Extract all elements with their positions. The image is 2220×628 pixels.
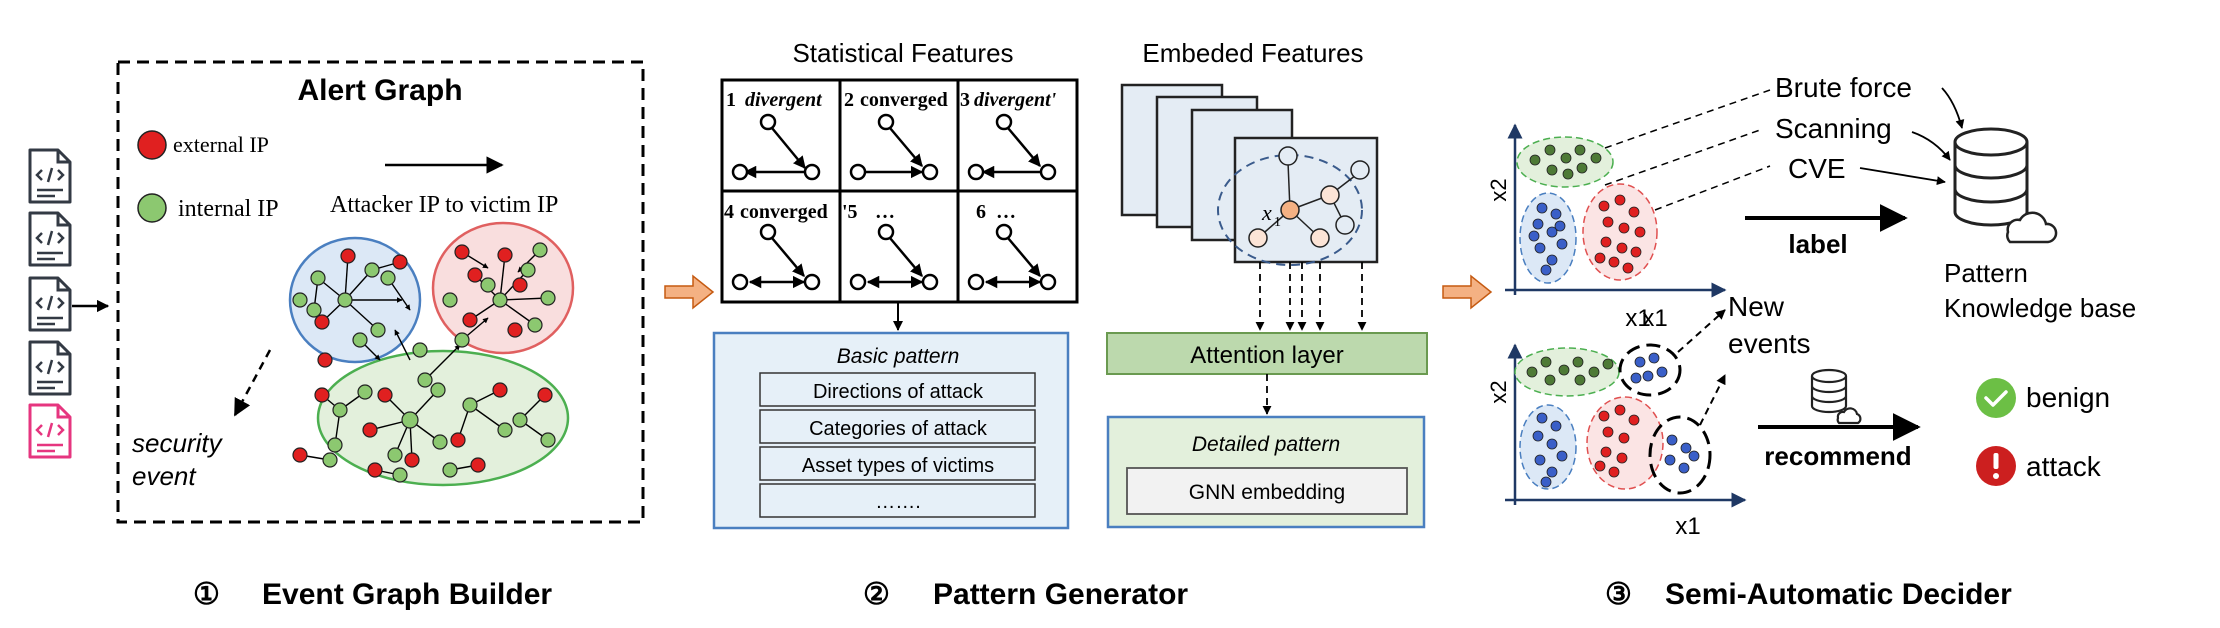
security-event-arrow	[233, 349, 272, 417]
stage-1-number: ①	[193, 578, 220, 611]
small-database-icon	[1810, 368, 1862, 425]
statistical-feature-grid: 1 divergent 2 converged 3 divergent'	[720, 78, 1079, 304]
internal-ip-legend-dot	[137, 193, 167, 223]
scanning-label: Scanning	[1775, 113, 1892, 144]
cluster-red	[431, 221, 575, 355]
feature-cell-5: '5 …	[842, 201, 939, 291]
basic-pattern-title: Basic pattern	[837, 345, 960, 368]
embedding-node-label: x	[1261, 200, 1272, 225]
new-events-label-line1: New	[1728, 291, 1785, 322]
brute-force-label: Brute force	[1775, 72, 1912, 103]
security-event-label-line2: event	[132, 461, 197, 491]
top-x-axis-label: x1	[1625, 305, 1650, 332]
svg-text:…: …	[996, 201, 1016, 223]
external-ip-legend-dot	[137, 130, 167, 160]
feature-cell-1: 1 divergent	[726, 89, 823, 181]
detailed-pattern-box: Detailed pattern GNN embedding	[1106, 415, 1426, 529]
feature-cell-4: 4 converged	[724, 201, 828, 291]
stage-2-number: ②	[863, 578, 890, 611]
svg-text:divergent': divergent'	[974, 89, 1057, 111]
new-events-label-line2: events	[1728, 328, 1811, 359]
graph-nodes	[292, 242, 556, 483]
recommend-text: recommend	[1764, 441, 1911, 471]
security-event-label-line1: security	[132, 428, 224, 458]
bottom-x1-top-label: x1	[1642, 305, 1667, 332]
bottom-scatter-plot: x2 x1 x1	[1486, 305, 1747, 540]
top-y-axis-label: x2	[1486, 178, 1511, 201]
database-icon	[1953, 127, 2029, 227]
stage-1-event-graph-builder: Alert Graph external IP internal IP Atta…	[28, 60, 645, 611]
svg-text:'5: '5	[842, 201, 858, 223]
label-text: label	[1788, 229, 1847, 259]
alert-graph-title: Alert Graph	[297, 74, 462, 107]
top-scatter-plot: x2 x1	[1486, 123, 1727, 332]
svg-text:converged: converged	[740, 201, 828, 223]
basic-item-asset-types: Asset types of victims	[802, 455, 994, 477]
alert-graph-frame	[116, 60, 645, 524]
basic-item-more: …….	[875, 491, 921, 513]
bottom-x-axis-label: x1	[1675, 513, 1700, 540]
bottom-y-axis-label: x2	[1486, 380, 1511, 403]
legend-attacker-to-victim: Attacker IP to victim IP	[330, 192, 558, 218]
svg-text:divergent: divergent	[745, 89, 823, 111]
stage-3-number: ③	[1605, 578, 1632, 611]
basic-pattern-box: Basic pattern Directions of attack Categ…	[712, 331, 1070, 530]
cve-label: CVE	[1788, 153, 1846, 184]
svg-text:6: 6	[976, 201, 986, 223]
svg-text:2: 2	[844, 89, 854, 111]
feature-cell-3: 3 divergent'	[960, 89, 1057, 181]
knowledge-base-label-line1: Pattern	[1944, 258, 2028, 288]
embeded-features-title: Embeded Features	[1142, 38, 1363, 68]
basic-item-directions: Directions of attack	[813, 381, 984, 403]
attention-layer-label: Attention layer	[1190, 342, 1343, 369]
svg-text:3: 3	[960, 89, 970, 111]
embedding-to-attention-lines	[1255, 262, 1367, 331]
stage-arrow-2	[1442, 274, 1493, 310]
cluster-label-leaders	[1604, 89, 1771, 211]
gnn-embedding-label: GNN embedding	[1189, 481, 1345, 504]
code-file-icon	[28, 211, 72, 267]
legend-external-ip: external IP	[173, 132, 269, 157]
attack-label: attack	[2026, 451, 2102, 482]
stage-3-semi-automatic-decider: x2 x1	[1486, 72, 2136, 611]
cloud-icon	[2006, 211, 2058, 244]
benign-label: benign	[2026, 382, 2110, 413]
embedding-stack: x 1	[1120, 83, 1379, 266]
input-log-files	[28, 148, 110, 459]
basic-item-categories: Categories of attack	[809, 418, 988, 440]
stage-2-caption: Pattern Generator	[933, 578, 1188, 611]
check-icon	[1976, 378, 2016, 418]
code-file-icon	[28, 276, 72, 332]
stage-arrow-1	[664, 274, 715, 310]
statistical-features-title: Statistical Features	[792, 38, 1013, 68]
stage-3-caption: Semi-Automatic Decider	[1665, 578, 2012, 611]
stage-1-caption: Event Graph Builder	[262, 578, 552, 611]
cluster-green	[316, 349, 570, 487]
code-file-icon	[28, 403, 72, 459]
stage-2-pattern-generator: Statistical Features Embeded Features 1 …	[712, 38, 1428, 611]
code-file-icon	[28, 340, 72, 396]
knowledge-base-label-line2: Knowledge base	[1944, 293, 2136, 323]
svg-text:1: 1	[726, 89, 736, 111]
code-file-icon	[28, 148, 72, 204]
feature-cell-6: 6 …	[967, 201, 1057, 291]
detailed-pattern-title: Detailed pattern	[1192, 433, 1340, 456]
legend-internal-ip: internal IP	[178, 196, 279, 222]
embedding-node-subscript: 1	[1274, 215, 1281, 230]
svg-text:…: …	[875, 201, 895, 223]
svg-text:4: 4	[724, 201, 734, 223]
feature-cell-2: 2 converged	[844, 89, 948, 181]
svg-text:converged: converged	[860, 89, 948, 111]
